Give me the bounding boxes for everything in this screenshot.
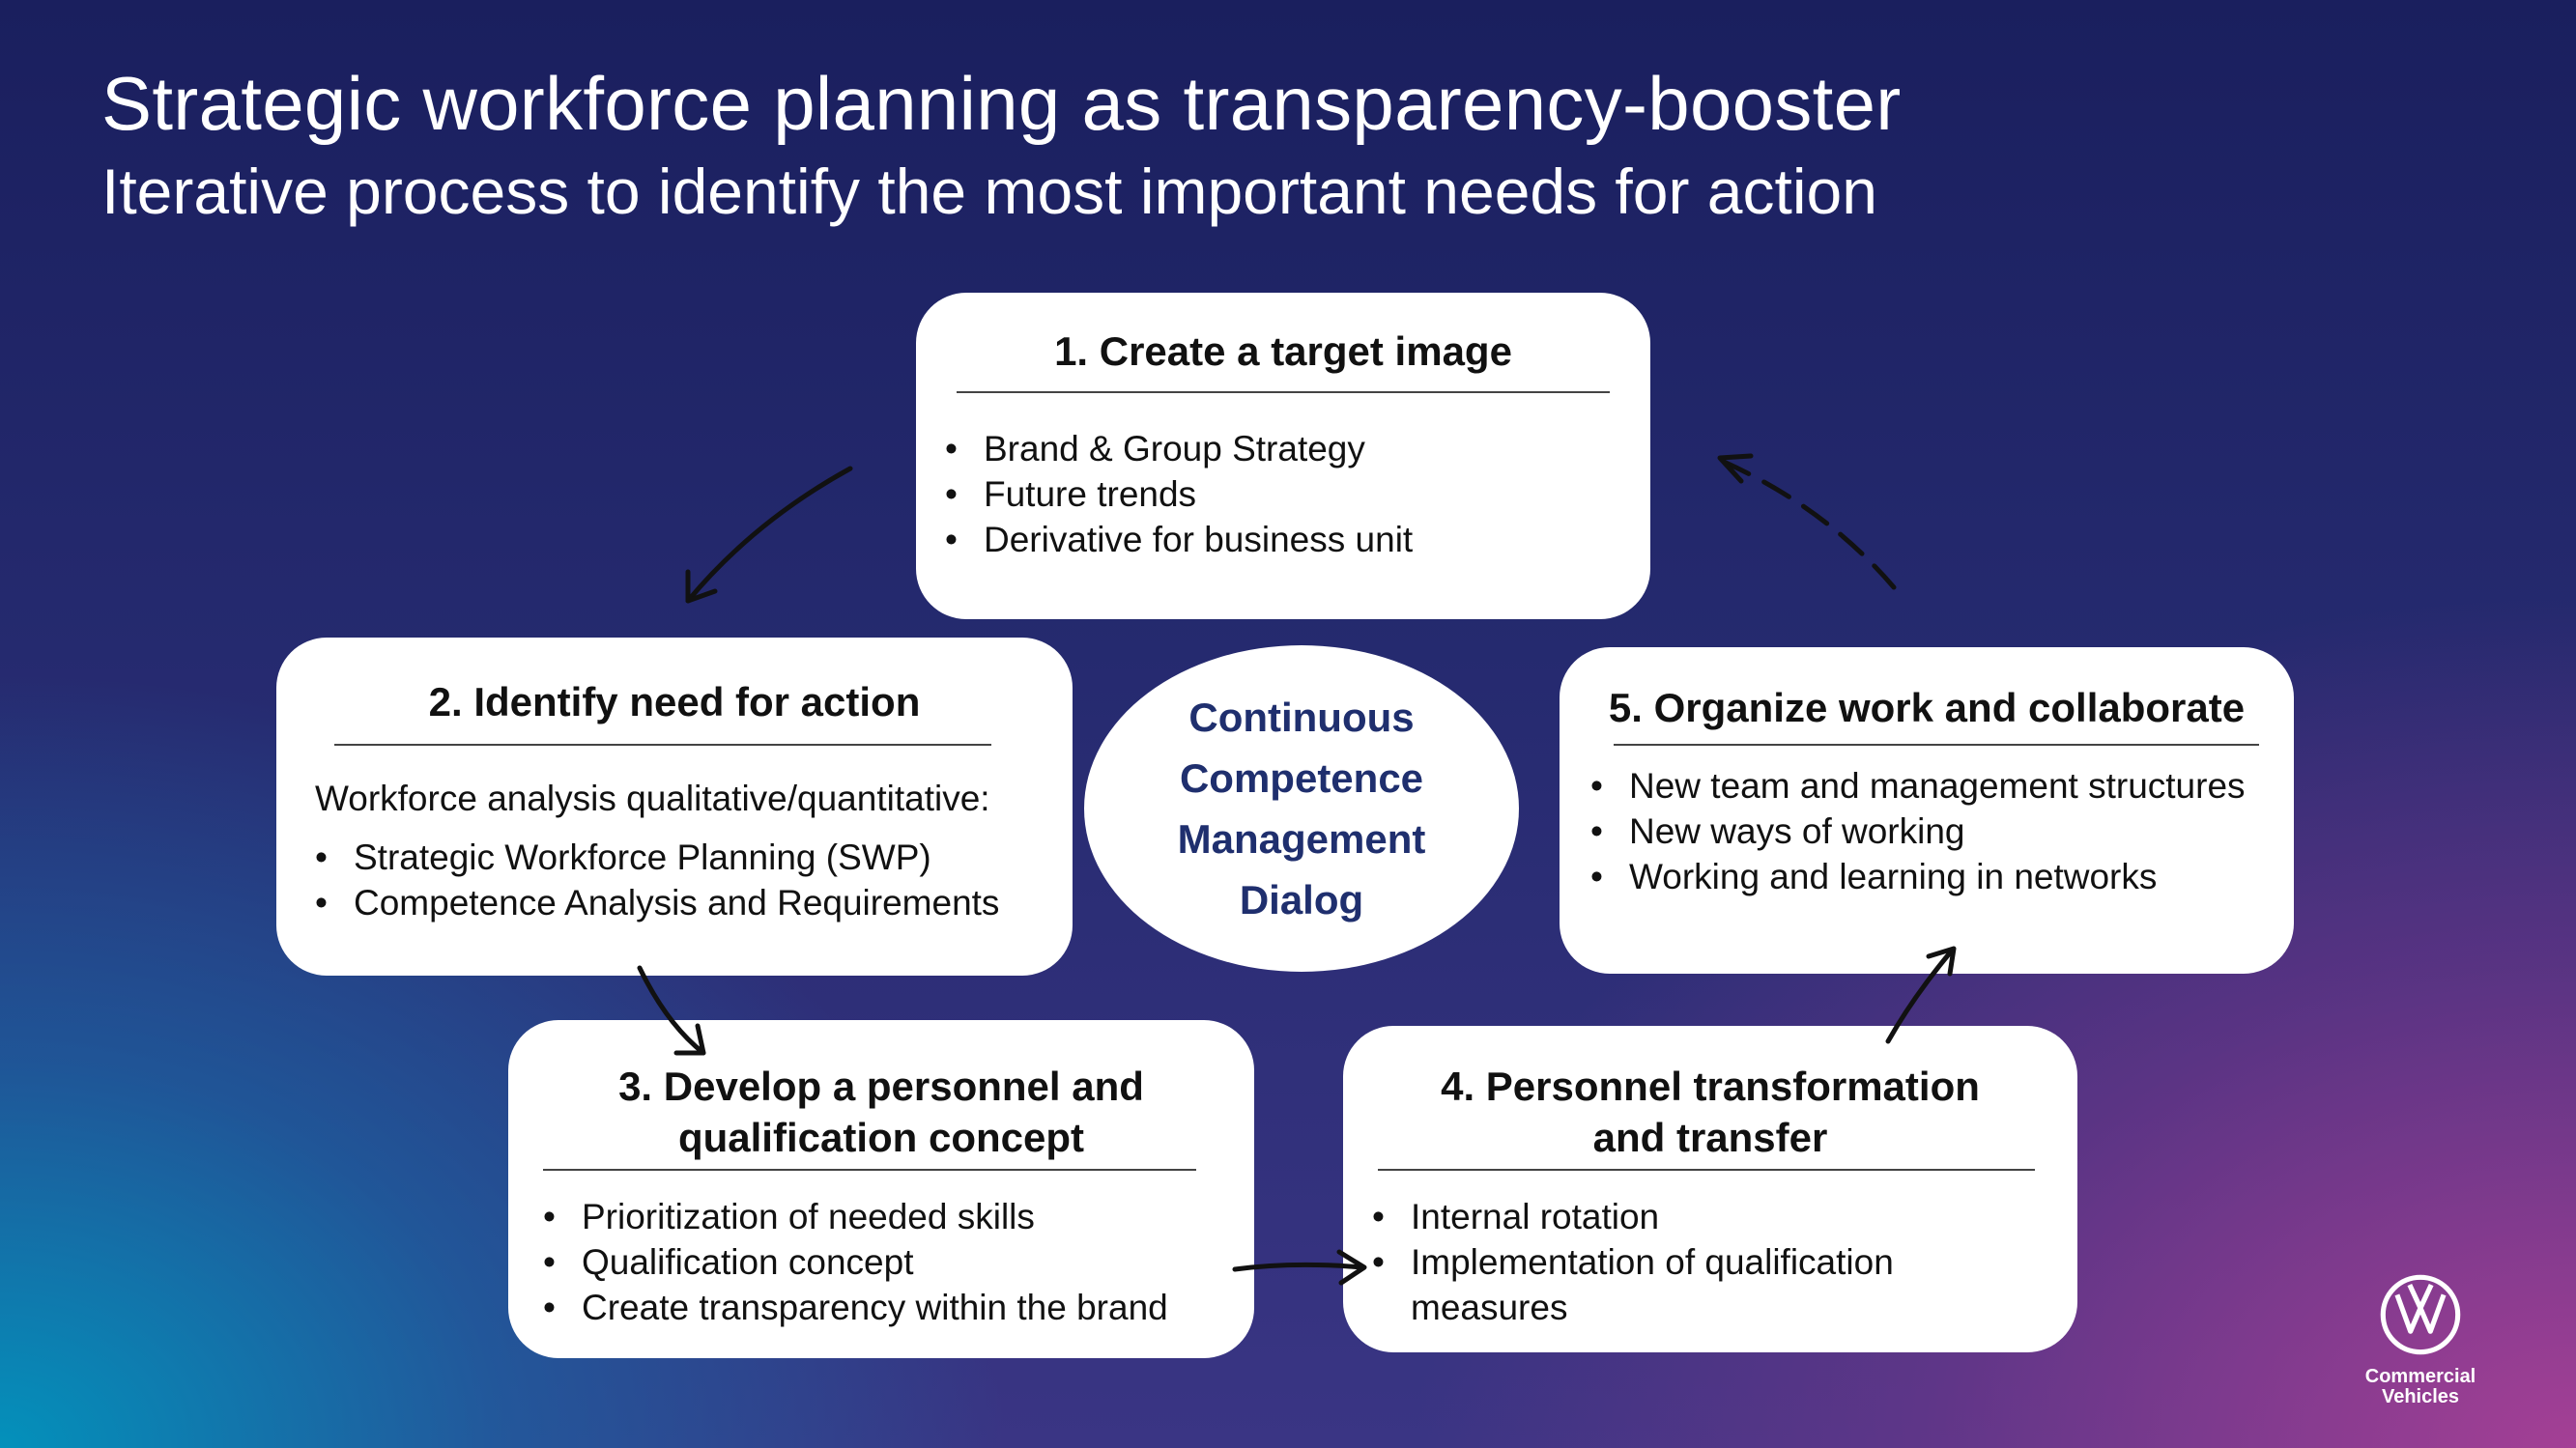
step-3-card: 3. Develop a personnel and qualification… xyxy=(508,1020,1254,1358)
list-item: Implementation of qualification xyxy=(1372,1239,1894,1285)
center-line-4: Dialog xyxy=(1239,877,1364,923)
arrow-3-to-4 xyxy=(1232,1262,1365,1272)
brand-text-2: Vehicles xyxy=(2381,1386,2460,1407)
list-item: measures xyxy=(1411,1288,1568,1327)
center-line-2: Competence xyxy=(1179,755,1424,801)
step-4-title-line-2: and transfer xyxy=(1592,1115,1828,1160)
list-item: Future trends xyxy=(945,471,1413,517)
step-4-title: 4. Personnel transformation and transfer xyxy=(1343,1061,2077,1163)
list-item: Prioritization of needed skills xyxy=(543,1194,1168,1239)
step-1-divider xyxy=(957,391,1610,393)
step-2-intro: Workforce analysis qualitative/quantitat… xyxy=(315,779,990,818)
arrow-1-to-2-head xyxy=(685,569,718,604)
center-ellipse: Continuous Competence Management Dialog xyxy=(1084,645,1519,972)
arrow-5-to-1-head xyxy=(1717,453,1754,484)
list-item: Competence Analysis and Requirements xyxy=(315,880,999,925)
step-2-divider xyxy=(334,744,991,746)
step-5-title: 5. Organize work and collaborate xyxy=(1608,685,2246,730)
step-3-title-line-1: 3. Develop a personnel and xyxy=(618,1064,1144,1109)
list-item: Qualification concept xyxy=(543,1239,1168,1285)
step-3-divider xyxy=(543,1169,1196,1171)
step-5-divider xyxy=(1614,744,2259,746)
arrow-4-to-5-head xyxy=(1926,946,1957,977)
list-item: Create transparency within the brand xyxy=(543,1285,1168,1330)
step-2-bullets: Strategic Workforce Planning (SWP) Compe… xyxy=(315,835,999,925)
arrow-1-to-2 xyxy=(685,466,853,604)
center-line-3: Management xyxy=(1177,816,1426,862)
arrow-4-to-5 xyxy=(1885,948,1955,1044)
arrow-2-to-3 xyxy=(637,965,706,1056)
step-3-title: 3. Develop a personnel and qualification… xyxy=(508,1061,1254,1163)
step-1-card: 1. Create a target image Brand & Group S… xyxy=(916,293,1650,619)
arrow-2-to-3-head xyxy=(673,1023,706,1056)
page-subtitle: Iterative process to identify the most i… xyxy=(101,156,1877,227)
step-3-title-line-2: qualification concept xyxy=(677,1115,1085,1160)
step-4-divider xyxy=(1378,1169,2035,1171)
page-title: Strategic workforce planning as transpar… xyxy=(101,61,1902,146)
step-5-card: 5. Organize work and collaborate New tea… xyxy=(1560,647,2294,974)
arrow-3-to-4-head xyxy=(1336,1249,1367,1286)
step-1-bullets: Brand & Group Strategy Future trends Der… xyxy=(945,426,1413,562)
list-item: New team and management structures xyxy=(1590,763,2246,809)
list-item: New ways of working xyxy=(1590,809,2246,854)
vw-logo-icon xyxy=(2380,1274,2461,1355)
step-1-title: 1. Create a target image xyxy=(1054,328,1512,374)
list-item: Internal rotation xyxy=(1372,1194,1894,1239)
list-item: Working and learning in networks xyxy=(1590,854,2246,899)
step-5-bullets: New team and management structures New w… xyxy=(1590,763,2246,899)
arrow-5-to-1-dashed xyxy=(1721,459,1897,590)
step-3-bullets: Prioritization of needed skills Qualific… xyxy=(543,1194,1168,1330)
step-4-title-line-1: 4. Personnel transformation xyxy=(1441,1064,1980,1109)
step-2-card: 2. Identify need for action Workforce an… xyxy=(276,638,1073,976)
brand-logo: Commercial Vehicles xyxy=(2358,1273,2483,1407)
brand-text-1: Commercial xyxy=(2364,1366,2476,1387)
list-item: Brand & Group Strategy xyxy=(945,426,1413,471)
list-item: Strategic Workforce Planning (SWP) xyxy=(315,835,999,880)
step-4-card: 4. Personnel transformation and transfer… xyxy=(1343,1026,2077,1352)
list-item: Derivative for business unit xyxy=(945,517,1413,562)
step-2-title: 2. Identify need for action xyxy=(428,679,921,724)
center-line-1: Continuous xyxy=(1188,695,1415,740)
step-4-bullets: Internal rotation Implementation of qual… xyxy=(1372,1194,1894,1330)
